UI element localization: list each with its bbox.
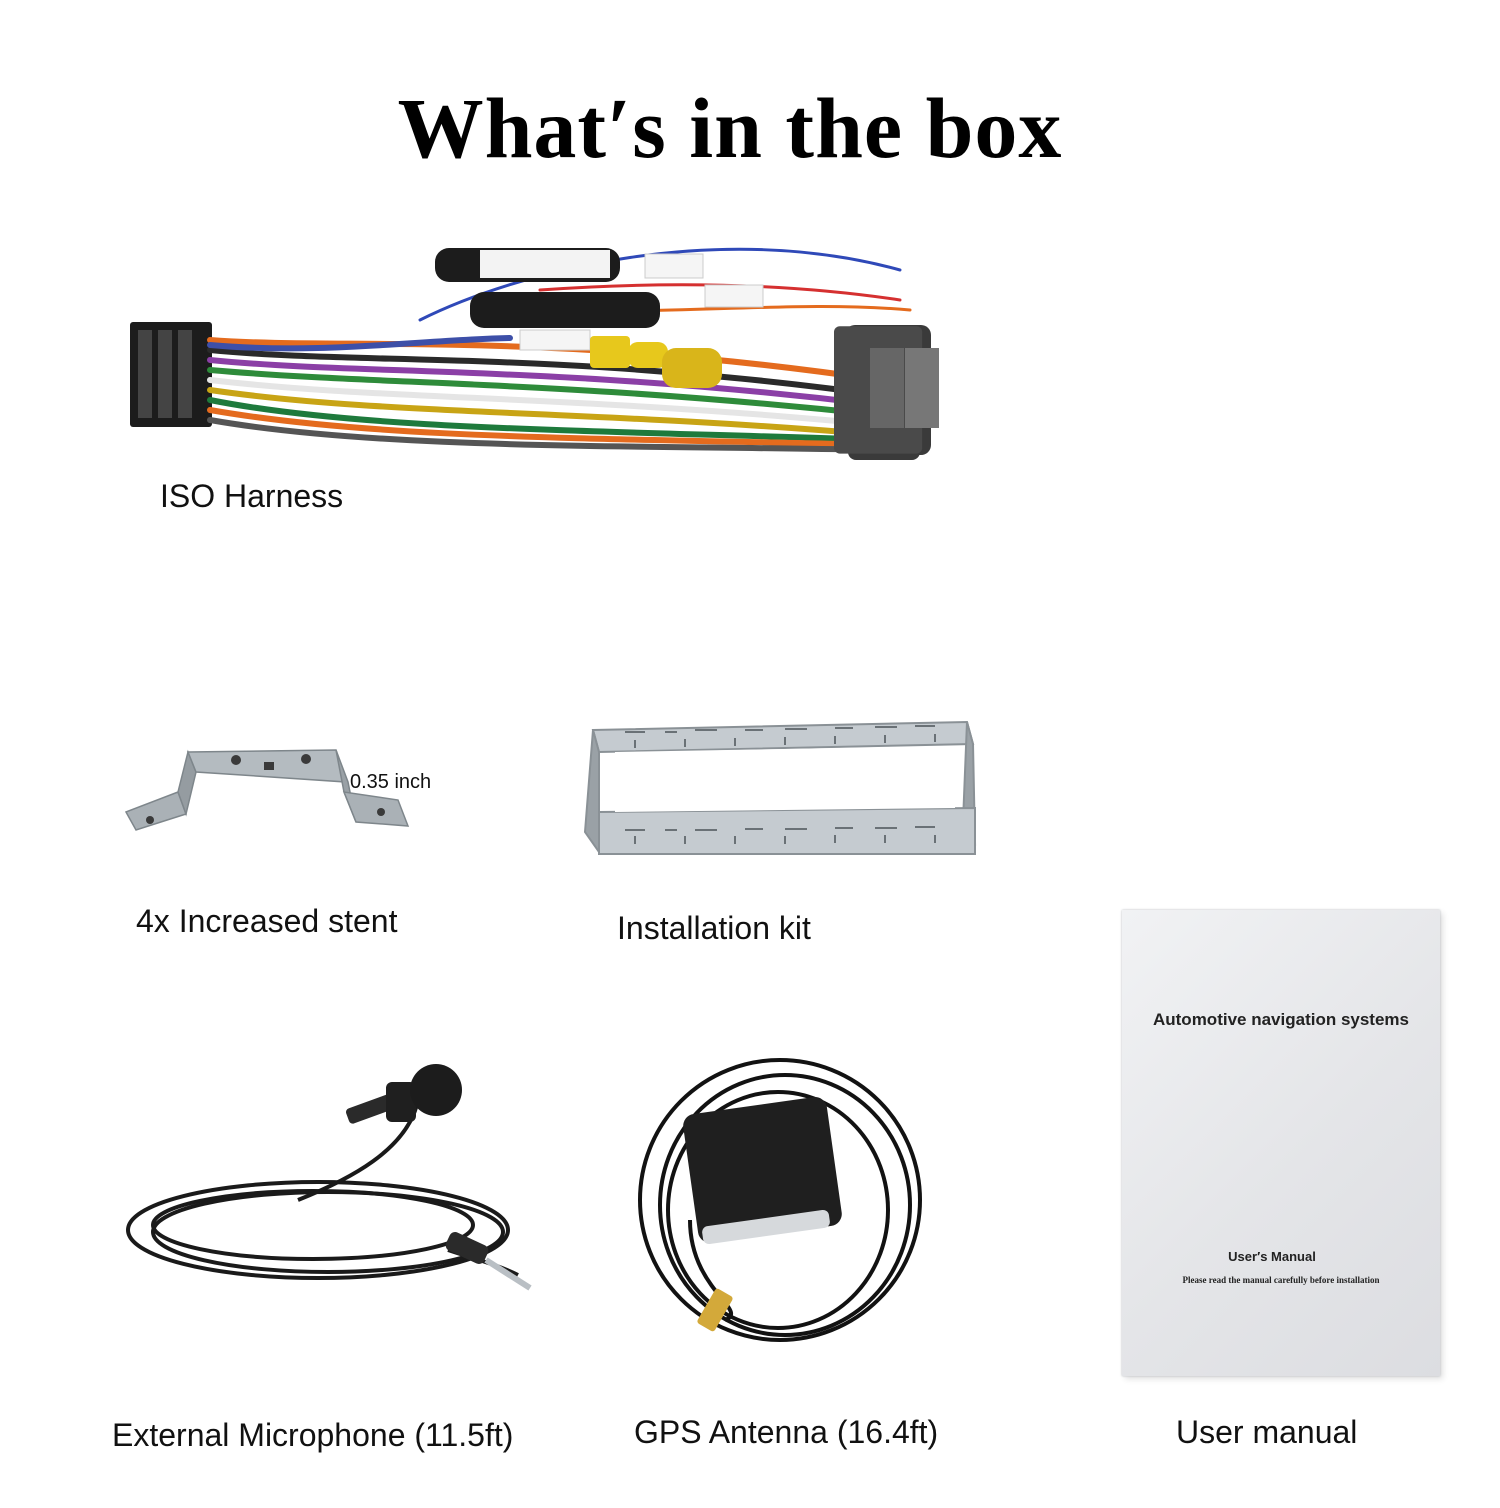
gps-antenna-label: GPS Antenna (16.4ft) xyxy=(634,1414,939,1450)
microphone-image xyxy=(126,1064,532,1291)
manual-cover-subtitle: User′s Manual xyxy=(1228,1249,1316,1264)
iso-harness-label: ISO Harness xyxy=(160,478,344,514)
user-manual-label: User manual xyxy=(1176,1414,1358,1450)
stent-label: 4x Increased stent xyxy=(136,903,398,939)
stent-image xyxy=(124,749,410,831)
gps-antenna-image xyxy=(638,1058,922,1342)
installation-kit-label: Installation kit xyxy=(617,910,811,946)
user-manual-image: Automotive navigation systems User′s Man… xyxy=(1122,910,1440,1376)
page-title: What′s in the box xyxy=(397,80,1063,176)
manual-cover-title: Automotive navigation systems xyxy=(1152,1010,1409,1029)
manual-cover-note: Please read the manual carefully before … xyxy=(1182,1275,1380,1285)
stent-dimension-label: 0.35 inch xyxy=(350,771,432,793)
installation-kit-image xyxy=(583,720,977,856)
iso-harness-image xyxy=(130,247,939,460)
microphone-label: External Microphone (11.5ft) xyxy=(112,1417,514,1453)
